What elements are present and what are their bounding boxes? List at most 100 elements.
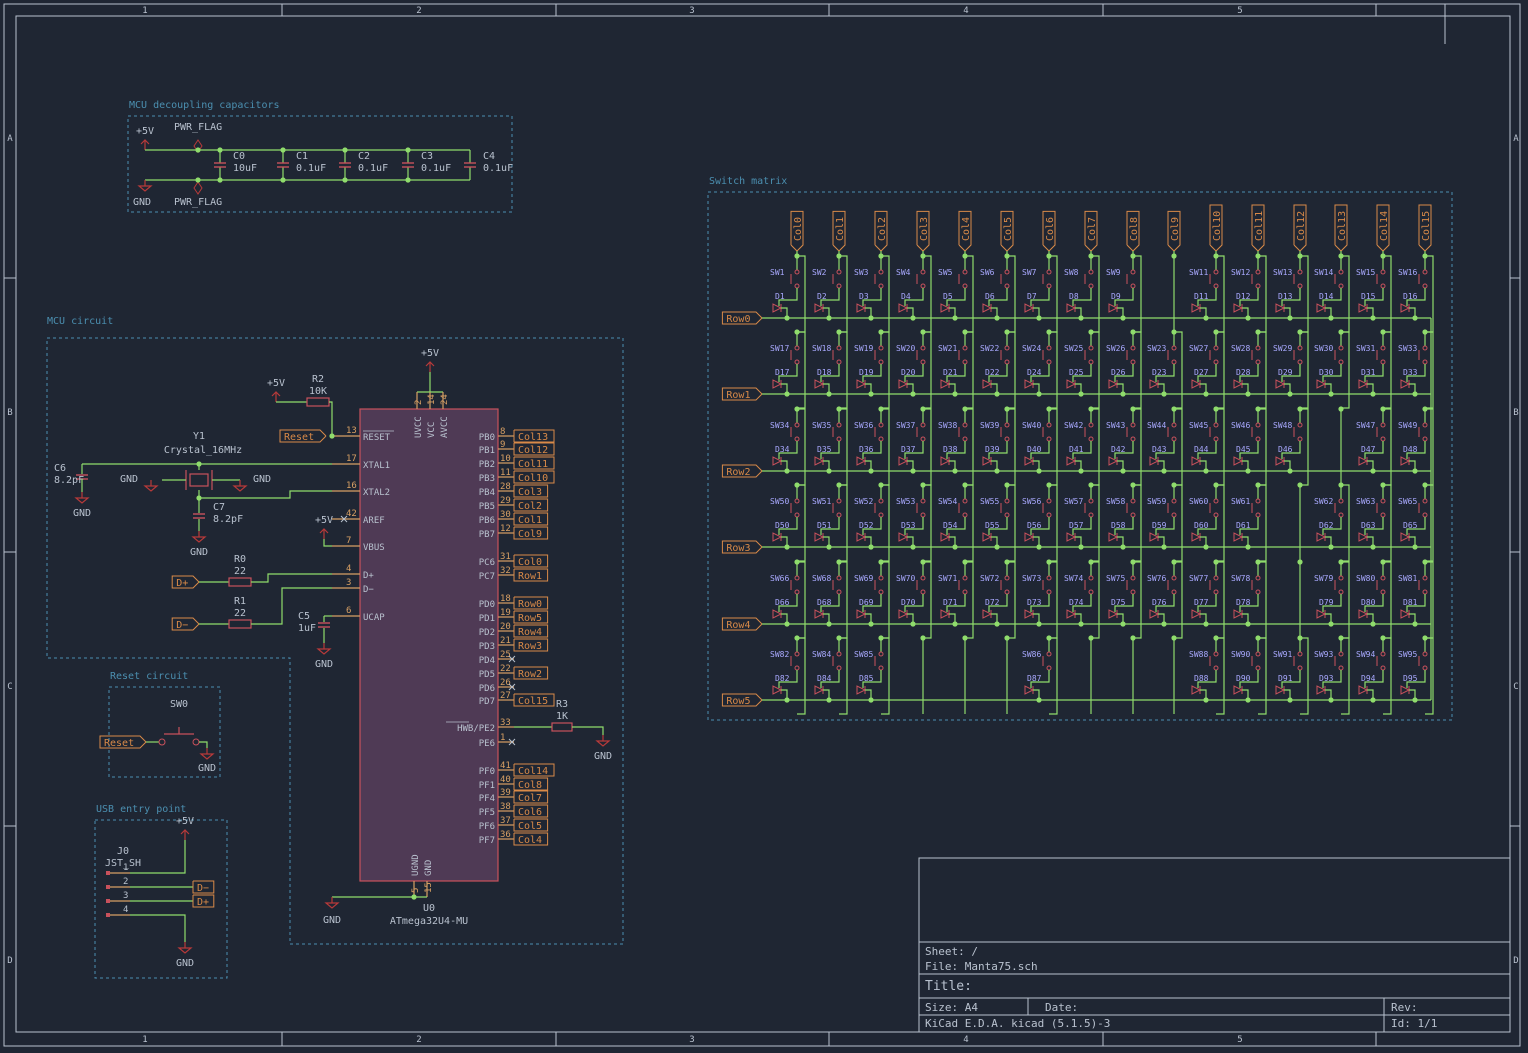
component-value: JST_SH [105, 858, 141, 869]
net-label-flag [513, 554, 549, 568]
diode-body [1275, 456, 1286, 466]
switch-ref: SW7 [1022, 268, 1037, 277]
wire [1284, 383, 1291, 394]
pin-name: HWB/PE2 [457, 724, 495, 734]
switch-ref: SW84 [812, 650, 831, 659]
diode-body [1233, 532, 1244, 542]
wire [778, 288, 798, 306]
diode-ref: D21 [943, 368, 958, 377]
wire [1367, 613, 1374, 624]
column-wire [1174, 561, 1183, 639]
gnd-label: GND [133, 197, 151, 208]
net-label: Col3 [518, 487, 542, 498]
pin-name: PC6 [479, 558, 495, 568]
diode-ref: D11 [1194, 292, 1209, 301]
column-wire [1300, 331, 1309, 409]
switch-ref: SW74 [1064, 574, 1083, 583]
diode-ref: D68 [817, 598, 832, 607]
switch-ref: SW35 [812, 421, 831, 430]
switch-contact [1130, 269, 1136, 275]
wire [778, 594, 798, 612]
connector-pin [106, 871, 110, 875]
column-wire [1300, 637, 1309, 715]
pin-number: 17 [346, 454, 357, 464]
column-wire [839, 637, 848, 715]
switch-contact [1422, 575, 1428, 581]
diode-body [1191, 609, 1202, 619]
junction-dot [826, 468, 832, 474]
gnd-label: GND [176, 958, 194, 969]
diode-body [1316, 532, 1327, 542]
title-block-frame [918, 857, 1511, 1033]
switch-ref: SW75 [1106, 574, 1125, 583]
column-wire [923, 331, 932, 409]
net-label: Col9 [518, 529, 542, 540]
switch-contact [920, 269, 926, 275]
component-value: ATmega32U4-MU [390, 916, 468, 927]
wire [1364, 288, 1384, 306]
switch-ref: SW50 [770, 497, 789, 506]
net-label: Col8 [1129, 217, 1140, 241]
switch-contact [962, 269, 968, 275]
diode-ref: D18 [817, 368, 832, 377]
switch-ref: SW39 [980, 421, 999, 430]
wire [949, 460, 956, 471]
pin-number: 4 [123, 905, 128, 915]
switch-ref: SW47 [1356, 421, 1375, 430]
gnd-symbol [137, 185, 153, 192]
net-label-flag [171, 575, 200, 589]
diode-body [1024, 303, 1035, 313]
component-ref: C4 [483, 151, 495, 162]
junction-dot [1370, 391, 1376, 397]
pin-name: D+ [363, 571, 374, 581]
diode-body [1358, 685, 1369, 695]
switch-contact [1422, 345, 1428, 351]
switch-contact [878, 651, 884, 657]
column-wire [1091, 484, 1100, 562]
switch-ref: SW77 [1189, 574, 1208, 583]
diode-ref: D19 [859, 368, 874, 377]
net-label-flag [1084, 210, 1098, 252]
diode-body [1108, 303, 1119, 313]
switch-ref: SW36 [854, 421, 873, 430]
net-label-flag [1167, 210, 1181, 252]
pin-number: 4 [346, 564, 351, 574]
diode-body [772, 532, 783, 542]
wire [820, 517, 840, 535]
switch-ref: SW3 [854, 268, 869, 277]
component-value: 22 [234, 566, 246, 577]
net-label-flag [513, 484, 549, 498]
wire [862, 670, 882, 688]
column-wire [1341, 637, 1350, 715]
junction-dot [826, 544, 832, 550]
junction-dot [826, 391, 832, 397]
switch-ref: SW2 [812, 268, 827, 277]
wire [778, 517, 798, 535]
wire [1072, 594, 1092, 612]
switch-contact [794, 651, 800, 657]
pin-number: 6 [346, 606, 351, 616]
pin-number: 32 [500, 566, 511, 576]
diode-body [856, 609, 867, 619]
pin-name: PB3 [479, 474, 495, 484]
junction-dot [910, 315, 916, 321]
diode-ref: D25 [1069, 368, 1084, 377]
diode-body [772, 303, 783, 313]
diode-ref: D76 [1152, 598, 1167, 607]
diode-body [856, 379, 867, 389]
component-ref: C5 [298, 611, 310, 622]
pin-number: 16 [346, 481, 357, 491]
switch-ref: SW95 [1398, 650, 1417, 659]
diode-ref: D58 [1111, 521, 1126, 530]
border-column-label: 5 [1237, 1035, 1242, 1045]
junction-dot [910, 468, 916, 474]
switch-ref: SW29 [1273, 344, 1292, 353]
diode-body [1400, 609, 1411, 619]
diode-ref: D24 [1027, 368, 1042, 377]
pin-number: 9 [500, 440, 505, 450]
diode-body [1233, 456, 1244, 466]
wire [1033, 307, 1040, 318]
pin-name: PF0 [479, 767, 495, 777]
